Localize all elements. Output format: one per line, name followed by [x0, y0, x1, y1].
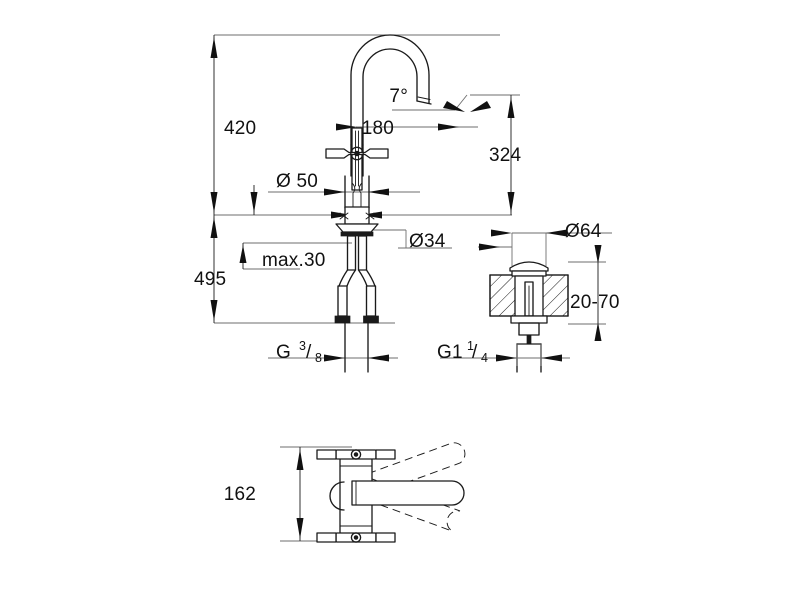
- supply-thread-denominator: 8: [315, 351, 322, 365]
- dim-deck-thickness-max: max.30: [262, 250, 326, 271]
- dim-overall-height: 420: [224, 118, 256, 139]
- dim-drain-thread: G1 1 / 4: [437, 339, 488, 365]
- drain-thread-slash: /: [472, 342, 478, 363]
- drain-thread-letter: G1: [437, 342, 463, 363]
- dim-plan-width: 162: [224, 484, 256, 505]
- dim-outlet-angle: 7°: [389, 86, 408, 107]
- drain-thread-denominator: 4: [481, 351, 488, 365]
- supply-thread-numerator: 3: [299, 339, 306, 353]
- drain-dimension-arrows: [479, 229, 602, 362]
- elevation-dimension-arrows: [210, 37, 515, 362]
- dim-total-length: 495: [194, 269, 226, 290]
- dim-spout-projection: 180: [362, 118, 394, 139]
- dim-spout-height: 324: [489, 145, 522, 166]
- plan-view-dimension-arrows: [296, 449, 304, 539]
- dim-deck-range: 20-70: [570, 292, 620, 313]
- faucet-elevation-geometry: [325, 34, 432, 373]
- dim-supply-thread: G 3 / 8: [276, 339, 322, 365]
- supply-thread-letter: G: [276, 342, 291, 363]
- supply-thread-slash: /: [306, 342, 312, 363]
- drain-thread-numerator: 1: [467, 339, 474, 353]
- dim-drain-flange-diameter: Ø64: [565, 221, 602, 242]
- dim-hole-diameter: Ø34: [409, 231, 446, 252]
- dim-base-diameter: Ø 50: [276, 171, 318, 192]
- plan-view-geometry: [316, 442, 466, 543]
